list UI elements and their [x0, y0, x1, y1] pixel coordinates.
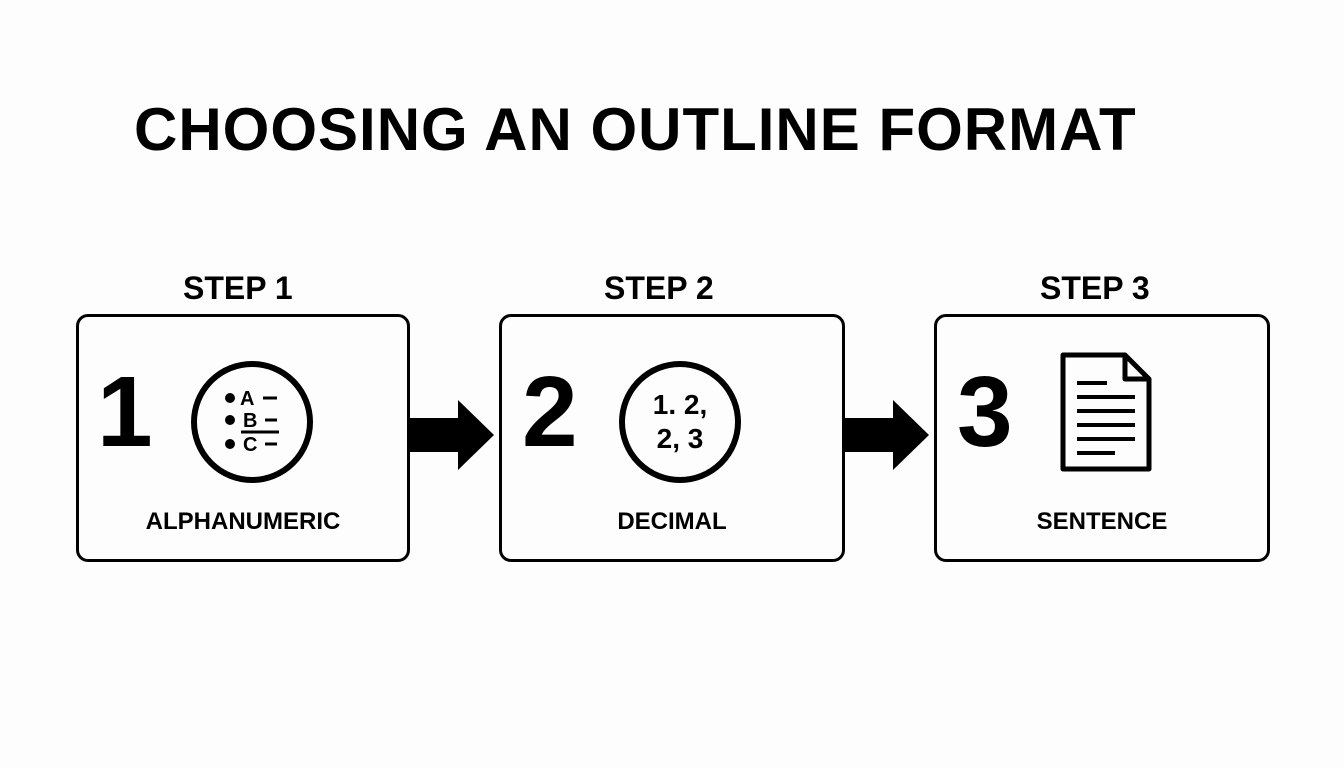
step-3-number: 3 — [957, 356, 1013, 468]
step-3-card: 3 SENTENCE — [934, 314, 1270, 562]
step-2-format-label: DECIMAL — [617, 508, 727, 535]
step-2-card: 2 1. 2, 2, 3 DECIMAL — [499, 314, 845, 562]
step-2-number: 2 — [522, 356, 578, 468]
icon-decimal-line-2: 2, 3 — [657, 423, 704, 454]
step-3-label: STEP 3 — [1040, 270, 1150, 306]
step-1-format-label: ALPHANUMERIC — [145, 508, 341, 535]
arrow-right-icon — [408, 400, 494, 470]
step-1-number: 1 — [97, 356, 153, 468]
decimal-list-icon: 1. 2, 2, 3 — [619, 361, 741, 483]
step-2-label: STEP 2 — [604, 270, 714, 306]
icon-letter-c: C — [243, 434, 257, 456]
page-title: CHOOSING AN OUTLINE FORMAT — [134, 96, 1137, 163]
icon-letter-b: B — [243, 410, 257, 432]
document-icon — [1060, 352, 1152, 472]
icon-letter-a: A — [240, 388, 254, 410]
alphanumeric-list-icon: A B C — [191, 361, 313, 483]
icon-decimal-line-1: 1. 2, — [653, 389, 707, 420]
step-1-label: STEP 1 — [183, 270, 293, 306]
step-3-format-label: SENTENCE — [1036, 508, 1168, 535]
arrow-right-icon — [843, 400, 929, 470]
step-1-card: 1 A B C ALPHANUMERIC — [76, 314, 410, 562]
